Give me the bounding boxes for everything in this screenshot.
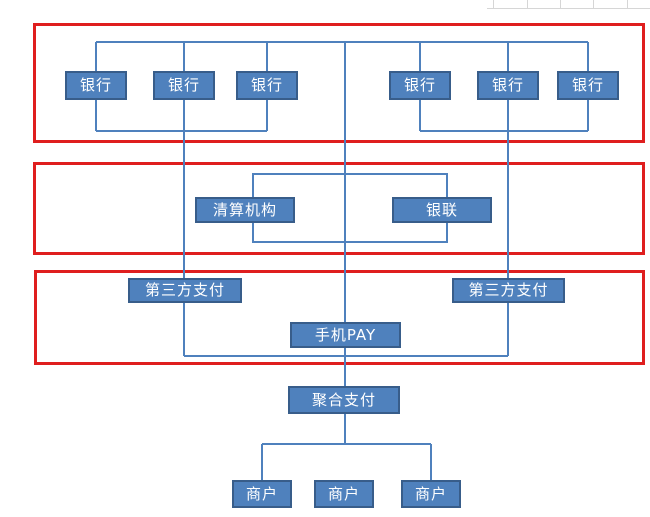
node-bank-2[interactable]: 银行 bbox=[153, 71, 215, 100]
spreadsheet-grid-vline-4 bbox=[593, 0, 594, 8]
connector-right-lower-bus bbox=[420, 130, 588, 132]
node-bank-4-label: 银行 bbox=[403, 76, 436, 94]
node-mobile-pay[interactable]: 手机PAY bbox=[290, 322, 401, 348]
connector-merchant-bus bbox=[262, 443, 431, 445]
node-mobile-pay-label: 手机PAY bbox=[314, 325, 377, 344]
spreadsheet-grid-vline-3 bbox=[560, 0, 561, 8]
node-bank-5-label: 银行 bbox=[491, 76, 524, 94]
node-unionpay[interactable]: 银联 bbox=[392, 197, 492, 223]
spreadsheet-grid-vline-1 bbox=[493, 0, 494, 8]
connector-bank-2-trunk bbox=[183, 42, 185, 356]
node-third-party-payment-right-label: 第三方支付 bbox=[468, 281, 549, 299]
frame-payment-tier bbox=[34, 270, 645, 365]
node-merchant-3[interactable]: 商户 bbox=[401, 480, 461, 508]
connector-third-party-bus bbox=[184, 355, 508, 357]
node-merchant-1-label: 商户 bbox=[245, 484, 278, 503]
node-bank-1[interactable]: 银行 bbox=[65, 71, 127, 100]
spreadsheet-grid-vline-2 bbox=[527, 0, 528, 8]
node-merchant-3-label: 商户 bbox=[414, 484, 447, 503]
node-bank-3[interactable]: 银行 bbox=[236, 71, 298, 100]
node-third-party-payment-left[interactable]: 第三方支付 bbox=[128, 278, 242, 303]
node-merchant-1[interactable]: 商户 bbox=[232, 480, 292, 508]
spreadsheet-grid-hline bbox=[487, 8, 650, 9]
node-bank-6-label: 银行 bbox=[571, 76, 604, 94]
connector-center-trunk bbox=[344, 42, 346, 444]
node-third-party-payment-right[interactable]: 第三方支付 bbox=[452, 278, 565, 303]
node-aggregate-payment-label: 聚合支付 bbox=[311, 390, 376, 409]
node-bank-1-label: 银行 bbox=[79, 76, 112, 94]
node-merchant-2-label: 商户 bbox=[327, 484, 360, 503]
node-bank-3-label: 银行 bbox=[250, 76, 283, 94]
node-aggregate-payment[interactable]: 聚合支付 bbox=[288, 386, 400, 414]
connector-top-bus bbox=[96, 41, 588, 43]
connector-merchant-3-drop bbox=[430, 444, 432, 480]
connector-merchant-1-drop bbox=[261, 444, 263, 480]
node-bank-5[interactable]: 银行 bbox=[477, 71, 539, 100]
node-bank-2-label: 银行 bbox=[167, 76, 200, 94]
connector-left-lower-bus bbox=[96, 130, 267, 132]
node-merchant-2[interactable]: 商户 bbox=[314, 480, 374, 508]
node-clearing-org[interactable]: 清算机构 bbox=[195, 197, 295, 223]
node-bank-6[interactable]: 银行 bbox=[557, 71, 619, 100]
frame-clearing-tier bbox=[33, 162, 645, 255]
node-unionpay-label: 银联 bbox=[425, 200, 458, 219]
node-clearing-org-label: 清算机构 bbox=[212, 200, 277, 219]
node-bank-4[interactable]: 银行 bbox=[389, 71, 451, 100]
node-third-party-payment-left-label: 第三方支付 bbox=[144, 281, 225, 299]
connector-bank-5-trunk bbox=[507, 42, 509, 356]
spreadsheet-grid-vline-5 bbox=[627, 0, 628, 8]
frame-banks-tier bbox=[33, 23, 645, 143]
